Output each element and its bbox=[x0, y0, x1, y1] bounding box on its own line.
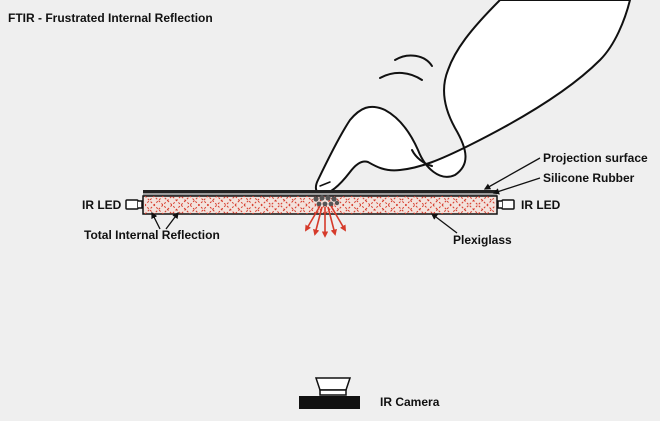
arrow-tir-left bbox=[151, 211, 161, 230]
arrow-projection-surface bbox=[483, 157, 541, 190]
projection-surface-layer bbox=[143, 190, 497, 193]
label-total-internal-reflection: Total Internal Reflection bbox=[84, 228, 220, 242]
arrow-tir-right bbox=[165, 211, 179, 230]
frustrated-light-rays bbox=[305, 205, 346, 238]
label-ir-led-right: IR LED bbox=[521, 198, 561, 212]
ir-led-left-icon bbox=[125, 199, 143, 210]
silicone-rubber-layer bbox=[143, 193, 497, 196]
touch-point-icon bbox=[313, 195, 340, 207]
leader-arrows bbox=[151, 157, 541, 234]
label-ir-led-left: IR LED bbox=[82, 198, 122, 212]
arrow-silicone-rubber bbox=[492, 177, 541, 195]
label-silicone-rubber: Silicone Rubber bbox=[543, 171, 635, 185]
ir-led-right-icon bbox=[497, 199, 515, 210]
label-plexiglass: Plexiglass bbox=[453, 233, 512, 247]
diagram-title: FTIR - Frustrated Internal Reflection bbox=[8, 11, 213, 25]
arrow-plexiglass bbox=[430, 213, 458, 234]
hand-pointing-icon bbox=[314, 0, 631, 195]
reflection-pattern bbox=[145, 196, 495, 214]
label-projection-surface: Projection surface bbox=[543, 151, 648, 165]
ir-camera-icon bbox=[299, 377, 360, 409]
label-ir-camera: IR Camera bbox=[380, 395, 440, 409]
